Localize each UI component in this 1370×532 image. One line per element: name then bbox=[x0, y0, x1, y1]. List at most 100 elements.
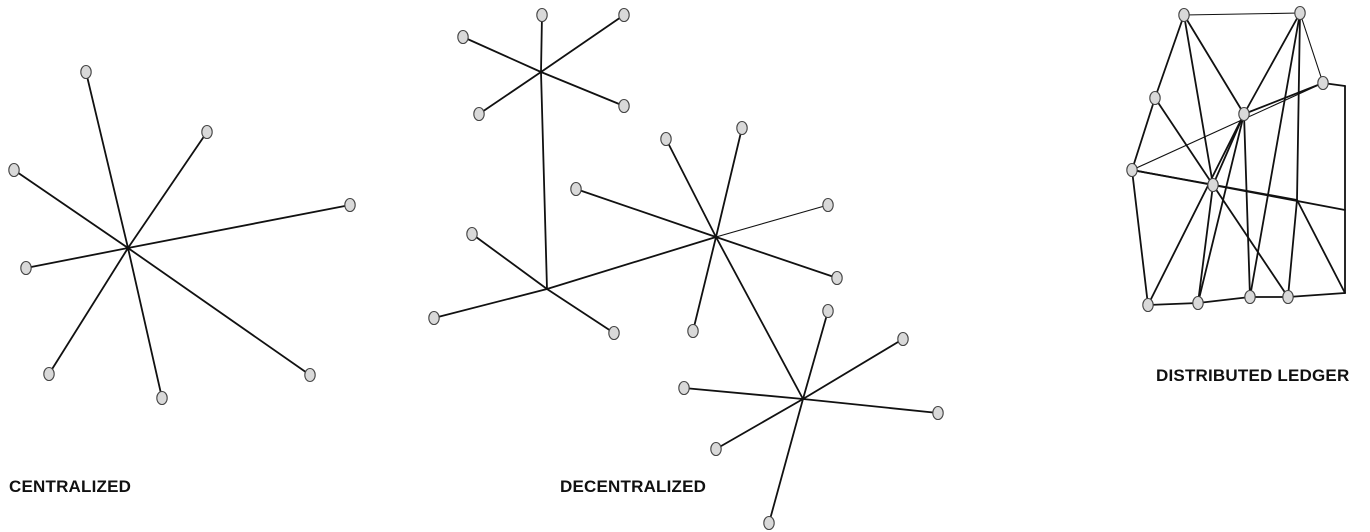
network-node bbox=[1149, 90, 1161, 106]
network-node bbox=[1178, 7, 1190, 23]
network-node bbox=[897, 331, 909, 347]
mesh-edge bbox=[1299, 12, 1324, 84]
spoke-edge bbox=[802, 338, 904, 400]
centralized-network bbox=[8, 64, 356, 406]
spoke-edge bbox=[715, 127, 743, 238]
spoke-edge bbox=[540, 14, 543, 73]
network-node bbox=[1192, 295, 1204, 311]
network-node bbox=[618, 98, 630, 114]
mesh-edge bbox=[1243, 82, 1324, 115]
mesh-edge bbox=[1131, 82, 1324, 171]
network-node bbox=[8, 162, 20, 178]
network-node bbox=[618, 7, 630, 23]
network-node bbox=[831, 270, 843, 286]
network-node bbox=[344, 197, 356, 213]
mesh-edge bbox=[1287, 199, 1298, 298]
network-node bbox=[457, 29, 469, 45]
centralized-label: CENTRALIZED bbox=[9, 477, 132, 496]
mesh-edge bbox=[1147, 302, 1199, 306]
network-node bbox=[466, 226, 478, 242]
mesh-edge bbox=[1154, 14, 1185, 99]
network-node bbox=[1282, 289, 1294, 305]
network-node bbox=[660, 131, 672, 147]
spoke-edge bbox=[683, 387, 804, 400]
mesh-edge bbox=[1249, 12, 1301, 298]
network-node bbox=[1142, 297, 1154, 313]
network-node bbox=[80, 64, 92, 80]
spoke-edge bbox=[540, 71, 625, 107]
network-node bbox=[822, 303, 834, 319]
decentralized-network bbox=[428, 7, 944, 531]
spoke-edge bbox=[540, 14, 625, 73]
spoke-edge bbox=[127, 131, 208, 249]
hub-link-edge bbox=[540, 71, 548, 290]
spoke-edge bbox=[715, 236, 838, 279]
mesh-edge bbox=[1296, 199, 1346, 294]
network-node bbox=[304, 367, 316, 383]
spoke-edge bbox=[715, 398, 804, 450]
spoke-edge bbox=[462, 36, 542, 73]
mesh-edge bbox=[1183, 12, 1301, 16]
network-node bbox=[156, 390, 168, 406]
mesh-edge bbox=[1296, 12, 1301, 201]
hub-link-edge bbox=[546, 236, 717, 290]
network-node bbox=[710, 441, 722, 457]
spoke-edge bbox=[665, 138, 717, 238]
mesh-edge bbox=[1212, 184, 1289, 298]
spoke-edge bbox=[575, 188, 717, 238]
mesh-edge bbox=[1131, 169, 1149, 306]
mesh-edge bbox=[1147, 113, 1245, 306]
network-node bbox=[678, 380, 690, 396]
network-node bbox=[570, 181, 582, 197]
network-node bbox=[763, 515, 775, 531]
network-node bbox=[473, 106, 485, 122]
spoke-edge bbox=[127, 247, 163, 399]
network-node bbox=[932, 405, 944, 421]
distributed-ledger-label: DISTRIBUTED LEDGER bbox=[1156, 366, 1350, 385]
spoke-edge bbox=[692, 236, 717, 332]
network-node bbox=[1317, 75, 1329, 91]
network-node bbox=[1126, 162, 1138, 178]
spoke-edge bbox=[478, 71, 542, 115]
spoke-edge bbox=[127, 247, 311, 376]
spoke-edge bbox=[85, 71, 129, 249]
spoke-edge bbox=[802, 398, 939, 414]
mesh-edge bbox=[1131, 97, 1156, 171]
decentralized-label: DECENTRALIZED bbox=[560, 477, 707, 496]
mesh-edge bbox=[1243, 12, 1301, 115]
spoke-edge bbox=[127, 204, 351, 249]
network-node bbox=[428, 310, 440, 326]
spoke-edge bbox=[802, 310, 829, 400]
mesh-edge bbox=[1197, 296, 1251, 304]
spoke-edge bbox=[13, 169, 129, 249]
mesh-edge bbox=[1197, 113, 1245, 304]
spoke-edge bbox=[715, 204, 829, 238]
spoke-edge bbox=[25, 247, 129, 269]
mesh-edge bbox=[1154, 97, 1214, 186]
spoke-edge bbox=[768, 398, 804, 524]
spoke-edge bbox=[546, 288, 615, 334]
mesh-edge bbox=[1287, 292, 1346, 298]
mesh-edge bbox=[1243, 113, 1251, 298]
spoke-edge bbox=[48, 247, 129, 375]
network-node bbox=[43, 366, 55, 382]
network-node bbox=[1294, 5, 1306, 21]
mesh-edge bbox=[1183, 14, 1214, 186]
hub-link-edge bbox=[715, 236, 804, 400]
spoke-edge bbox=[433, 288, 548, 319]
mesh-edge bbox=[1197, 184, 1214, 304]
network-node bbox=[687, 323, 699, 339]
network-node bbox=[201, 124, 213, 140]
distributed-ledger-network bbox=[1126, 5, 1346, 313]
spoke-edge bbox=[471, 233, 548, 290]
network-node bbox=[1238, 106, 1250, 122]
network-node bbox=[1207, 177, 1219, 193]
network-node bbox=[736, 120, 748, 136]
network-node bbox=[536, 7, 548, 23]
network-node bbox=[20, 260, 32, 276]
network-node bbox=[822, 197, 834, 213]
network-node bbox=[608, 325, 620, 341]
mesh-edge bbox=[1183, 14, 1245, 115]
network-node bbox=[1244, 289, 1256, 305]
